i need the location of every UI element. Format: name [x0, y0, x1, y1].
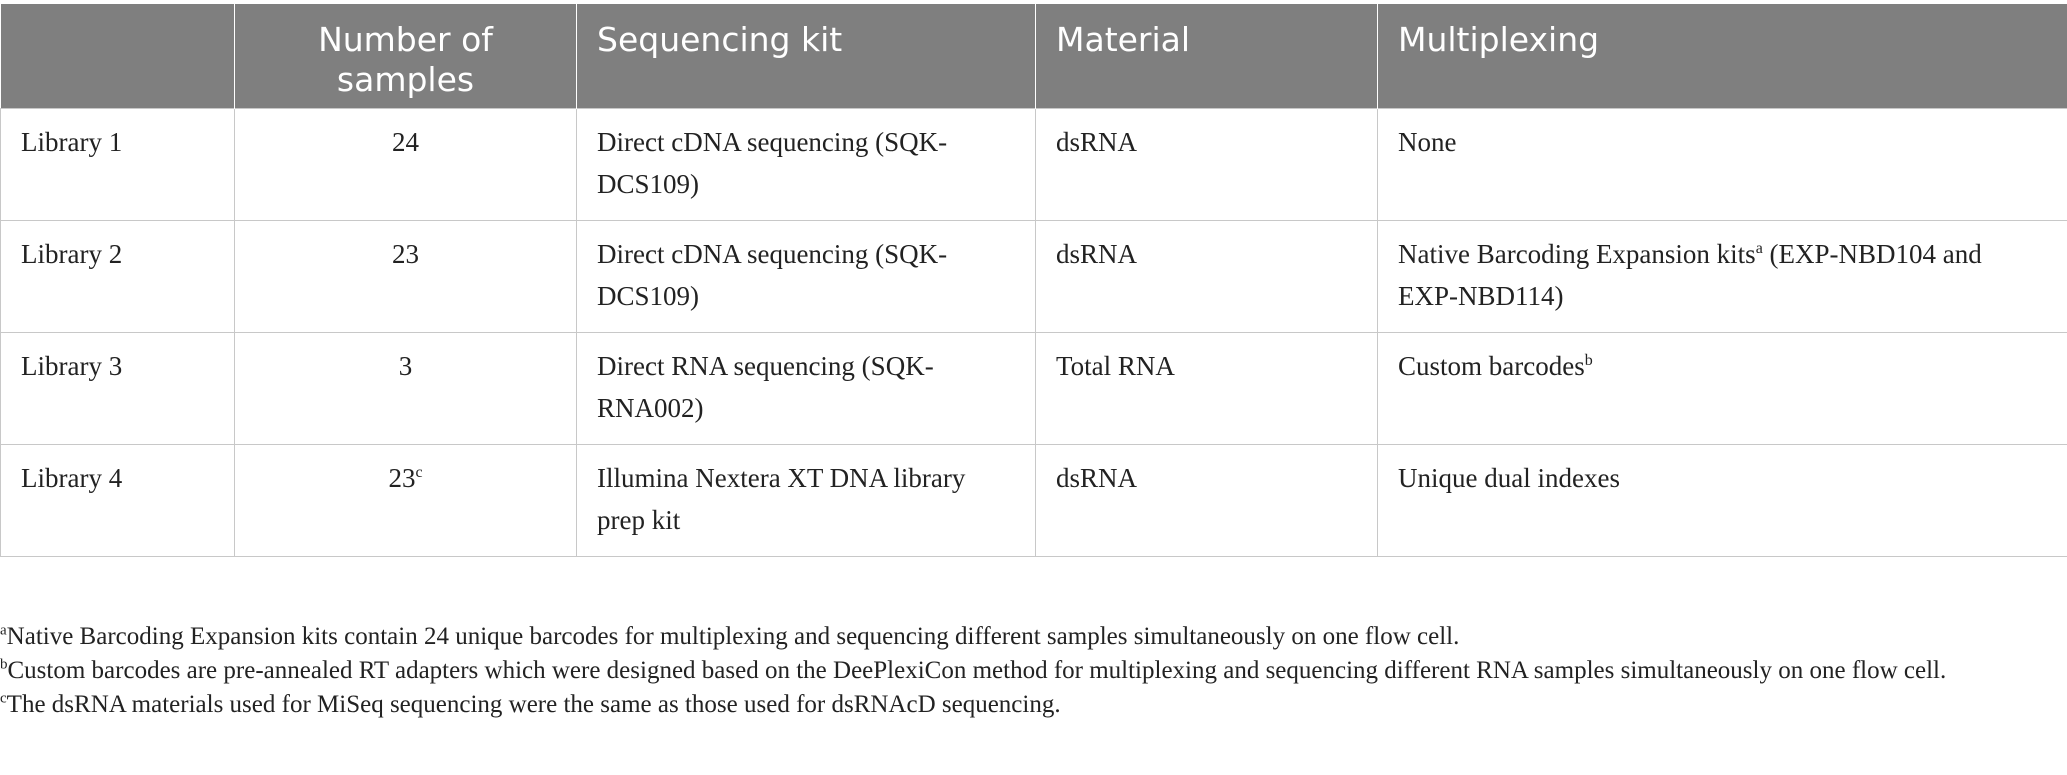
cell-library: Library 3 [0, 332, 235, 445]
cell-kit: Direct cDNA sequencing (SQK-DCS109) [576, 220, 1036, 333]
cell-multiplexing: Native Barcoding Expansion kitsa (EXP-NB… [1377, 220, 2067, 333]
header-sequencing-kit: Sequencing kit [576, 4, 1036, 109]
cell-multiplexing: None [1377, 108, 2067, 221]
cell-samples: 23 [234, 220, 577, 333]
cell-samples: 23c [234, 444, 577, 557]
header-number-of-samples: Number of samples [234, 4, 577, 109]
header-library [0, 4, 235, 109]
header-material: Material [1035, 4, 1378, 109]
table-row: Library 2 23 Direct cDNA sequencing (SQK… [0, 220, 2067, 333]
cell-material: dsRNA [1035, 108, 1378, 221]
cell-samples: 24 [234, 108, 577, 221]
cell-multiplexing: Unique dual indexes [1377, 444, 2067, 557]
header-multiplexing: Multiplexing [1377, 4, 2067, 109]
table-row: Library 3 3 Direct RNA sequencing (SQK-R… [0, 332, 2067, 445]
library-table: Number of samples Sequencing kit Materia… [0, 4, 2067, 557]
table-footnotes: aNative Barcoding Expansion kits contain… [0, 620, 2050, 722]
cell-samples: 3 [234, 332, 577, 445]
cell-library: Library 2 [0, 220, 235, 333]
table-row: Library 1 24 Direct cDNA sequencing (SQK… [0, 108, 2067, 221]
footnote-c: cThe dsRNA materials used for MiSeq sequ… [0, 690, 1061, 718]
footnote-b: bCustom barcodes are pre-annealed RT ada… [0, 656, 1947, 684]
cell-material: Total RNA [1035, 332, 1378, 445]
cell-multiplexing: Custom barcodesb [1377, 332, 2067, 445]
table-row: Library 4 23c Illumina Nextera XT DNA li… [0, 444, 2067, 557]
cell-material: dsRNA [1035, 220, 1378, 333]
cell-kit: Direct RNA sequencing (SQK-RNA002) [576, 332, 1036, 445]
cell-library: Library 4 [0, 444, 235, 557]
cell-kit: Direct cDNA sequencing (SQK-DCS109) [576, 108, 1036, 221]
cell-library: Library 1 [0, 108, 235, 221]
cell-material: dsRNA [1035, 444, 1378, 557]
cell-kit: Illumina Nextera XT DNA library prep kit [576, 444, 1036, 557]
footnote-a: aNative Barcoding Expansion kits contain… [0, 622, 1460, 650]
table-header-row: Number of samples Sequencing kit Materia… [0, 4, 2067, 109]
